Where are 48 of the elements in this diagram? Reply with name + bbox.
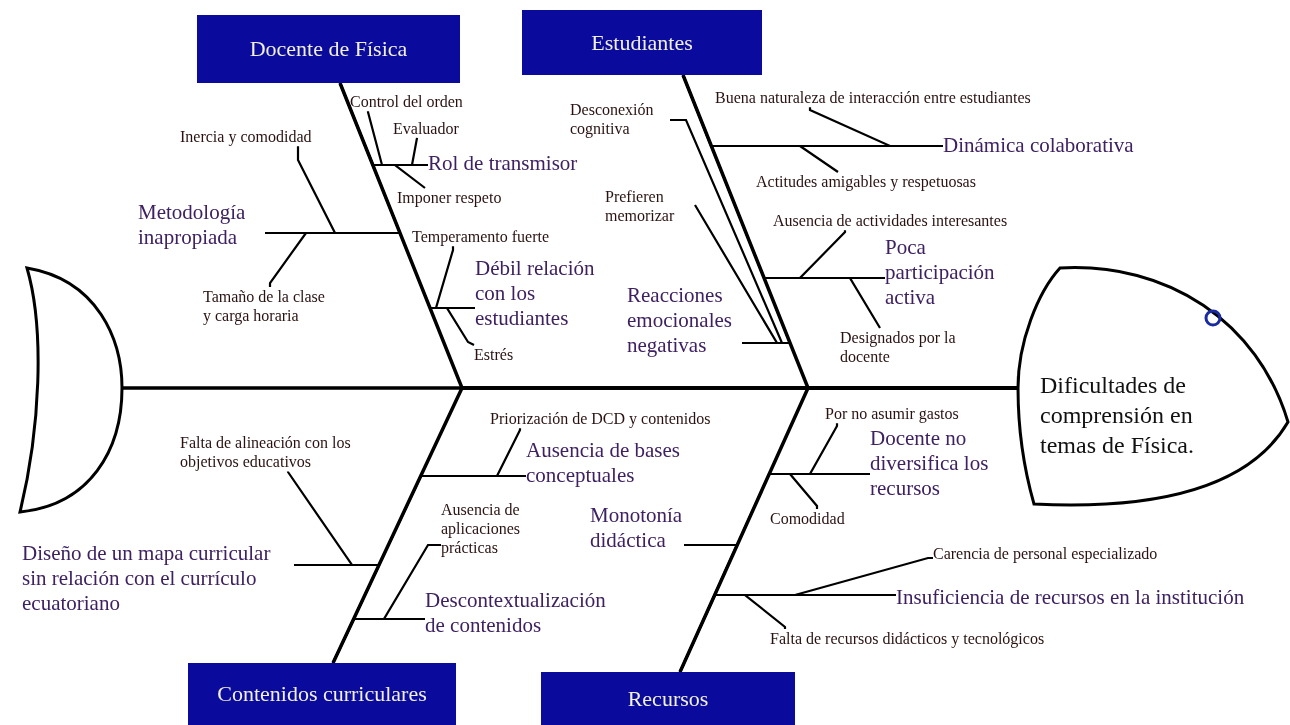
- cause-label: Docente no diversifica los recursos: [870, 426, 1018, 502]
- sub-cause-label: Tamaño de la clase y carga horaria: [203, 287, 335, 326]
- bone-line: [263, 231, 309, 287]
- category-box: Recursos: [541, 672, 795, 725]
- cause-label: Dinámica colaborativa: [943, 133, 1134, 159]
- sub-cause-label: Falta de recursos didácticos y tecnológicos: [770, 629, 1045, 649]
- sub-cause-label: Buena naturaleza de interacción entre estudiantes: [715, 88, 1031, 108]
- sub-cause-label: Prefieren memorizar: [605, 187, 695, 226]
- category-box: Docente de Física: [197, 15, 460, 83]
- sub-cause-label: Estrés: [474, 345, 514, 365]
- bone-line: [445, 306, 475, 346]
- bone-line: [495, 428, 526, 478]
- sub-cause-label: Desconexión cognitiva: [570, 100, 670, 139]
- sub-cause-label: Evaluador: [393, 119, 459, 139]
- sub-cause-label: Priorización de DCD y contenidos: [490, 409, 711, 429]
- cause-label: Diseño de un mapa curricular sin relación con el currículo ecuatoriano: [22, 541, 294, 617]
- cause-label: Rol de transmisor: [428, 151, 578, 177]
- cause-label: Descontextualización de contenidos: [425, 588, 630, 639]
- cause-label: Insuficiencia de recursos en la institución: [896, 585, 1245, 611]
- sub-cause-label: Ausencia de aplicaciones prácticas: [441, 500, 541, 558]
- sub-cause-label: Falta de alineación con los objetivos educativos: [180, 433, 405, 472]
- bone-line: [787, 472, 870, 509]
- cause-label: Ausencia de bases conceptuales: [526, 438, 711, 489]
- cause-label: Débil relación con los estudiantes: [475, 256, 610, 332]
- sub-cause-label: Actitudes amigables y respetuosas: [756, 172, 976, 192]
- sub-cause-label: Temperamento fuerte: [412, 227, 550, 247]
- category-box: Contenidos curriculares: [188, 663, 456, 725]
- sub-cause-label: Inercia y comodidad: [180, 127, 312, 147]
- sub-cause-label: Carencia de personal especializado: [933, 544, 1158, 564]
- sub-cause-label: Por no asumir gastos: [825, 404, 959, 424]
- cause-label: Metodología inapropiada: [138, 200, 268, 251]
- cause-label: Reacciones emocionales negativas: [627, 283, 745, 359]
- bone-line: [286, 470, 355, 567]
- bone-line: [793, 556, 933, 597]
- bone-line: [670, 118, 784, 345]
- bone-line: [693, 203, 779, 345]
- problem-statement: Dificultades de comprensión en temas de Física.: [1040, 371, 1195, 460]
- sub-cause-label: Ausencia de actividades interesantes: [773, 211, 1008, 231]
- sub-cause-label: Imponer respeto: [397, 188, 502, 208]
- sub-cause-label: Comodidad: [770, 509, 845, 529]
- cause-label: Poca participación activa: [885, 235, 997, 311]
- category-box: Estudiantes: [522, 10, 762, 75]
- sub-cause-label: Control del orden: [350, 92, 463, 112]
- bone-line: [848, 276, 885, 330]
- cause-label: Monotonía didáctica: [590, 503, 690, 554]
- bone-line: [382, 543, 441, 621]
- bone-line: [391, 163, 428, 190]
- sub-cause-label: Designados por la docente: [840, 328, 990, 367]
